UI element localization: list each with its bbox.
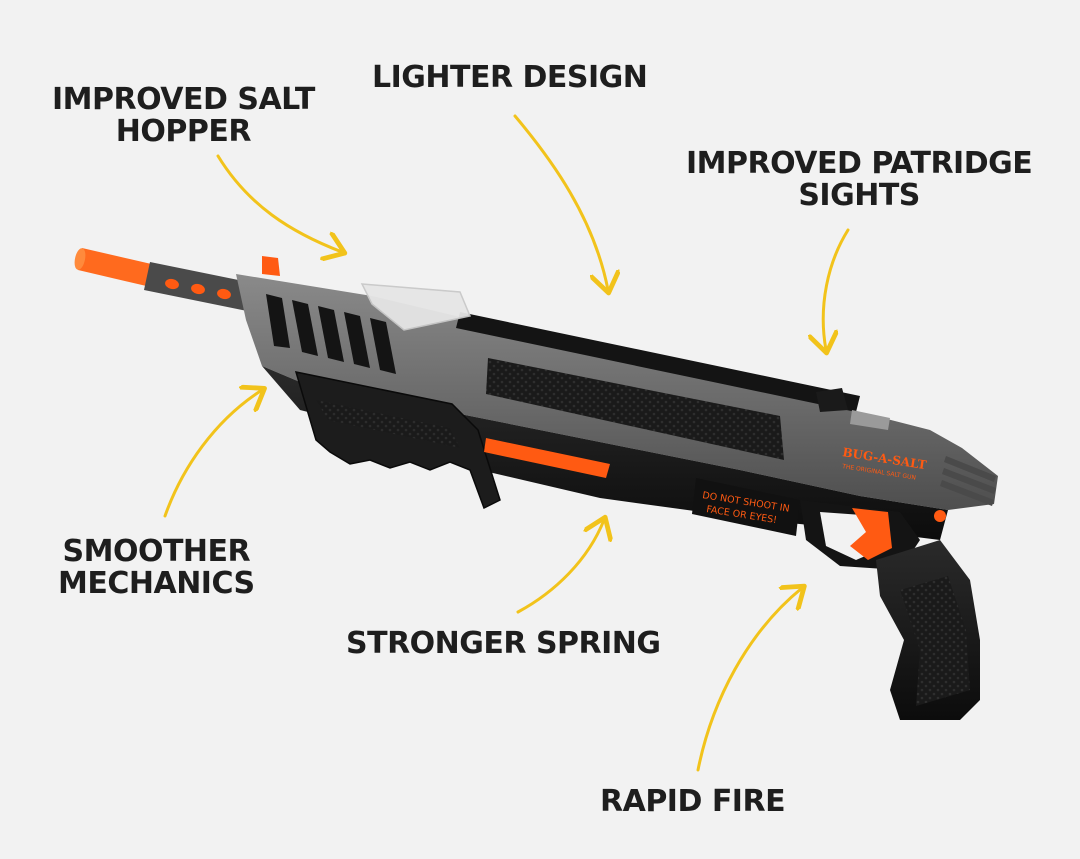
arrow-spring xyxy=(516,520,604,614)
front-sight xyxy=(262,256,280,276)
fore-grip xyxy=(294,371,501,510)
spring-window xyxy=(484,438,610,478)
arrow-sights xyxy=(823,228,850,350)
callout-hopper-line1: IMPROVED SALT xyxy=(52,82,315,117)
callout-stronger-spring: STRONGER SPRING xyxy=(346,628,661,660)
callout-rapid-line1: RAPID FIRE xyxy=(600,784,786,819)
callout-lighter-design: LIGHTER DESIGN xyxy=(372,60,648,95)
callout-sights-line2: SIGHTS xyxy=(798,178,920,213)
warning-plate xyxy=(692,478,800,536)
callout-rapid-fire: RAPID FIRE xyxy=(600,784,786,819)
muzzle-tip xyxy=(78,248,160,288)
callout-lighter-line1: LIGHTER DESIGN xyxy=(372,60,648,95)
salt-hopper xyxy=(360,283,472,331)
salt-gun: DO NOT SHOOT IN FACE OR EYES! BUG-A-SALT… xyxy=(74,248,998,720)
top-rail xyxy=(456,312,860,412)
callout-sights-line1: IMPROVED PATRIDGE xyxy=(686,146,1033,181)
textured-panel xyxy=(486,358,784,460)
callout-mechanics-line2: MECHANICS xyxy=(58,566,255,601)
trigger xyxy=(850,508,892,560)
arrow-mechanics xyxy=(163,390,262,518)
arrow-hopper xyxy=(216,154,342,252)
front-vents xyxy=(266,294,396,374)
callout-improved-patridge-sights: IMPROVED PATRIDGE SIGHTS xyxy=(686,146,1033,213)
callout-smoother-mechanics: SMOOTHER MECHANICS xyxy=(58,536,255,600)
rear-sight xyxy=(816,388,848,412)
callout-hopper-line2: HOPPER xyxy=(115,114,252,149)
callout-spring-line1: STRONGER SPRING xyxy=(346,626,661,661)
callout-improved-salt-hopper: IMPROVED SALT HOPPER xyxy=(52,84,315,148)
arrow-rapid xyxy=(696,588,802,772)
arrow-lighter xyxy=(513,114,608,290)
safety-button xyxy=(934,510,946,522)
callout-mechanics-line1: SMOOTHER xyxy=(62,534,251,569)
